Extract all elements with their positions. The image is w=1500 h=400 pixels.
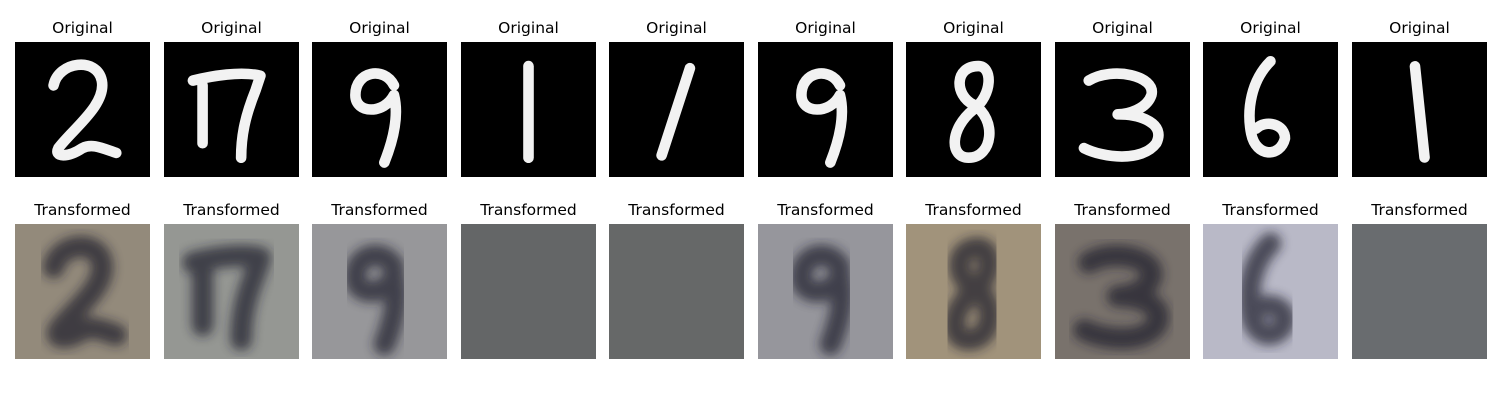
transformed-title: Transformed (925, 201, 1022, 219)
transformed-panel: Transformed (1055, 200, 1190, 360)
original-title: Original (52, 19, 113, 37)
original-panel: Original (1203, 18, 1338, 178)
transformed-digit-image (312, 224, 447, 359)
original-digit-image (1203, 42, 1338, 177)
transformed-digit-image (758, 224, 893, 359)
original-panel: Original (758, 18, 893, 178)
transformed-title: Transformed (1371, 201, 1468, 219)
transformed-digit-image (1055, 224, 1190, 359)
transformed-title: Transformed (331, 201, 428, 219)
original-title: Original (795, 19, 856, 37)
original-digit-image (164, 42, 299, 177)
original-digit-image (609, 42, 744, 177)
transformed-title: Transformed (628, 201, 725, 219)
transformed-digit-image (609, 224, 744, 359)
transformed-panel: Transformed (758, 200, 893, 360)
original-digit-image (1352, 42, 1487, 177)
transformed-title: Transformed (34, 201, 131, 219)
transformed-title: Transformed (183, 201, 280, 219)
transformed-title: Transformed (1074, 201, 1171, 219)
transformed-panel: Transformed (15, 200, 150, 360)
original-panel: Original (15, 18, 150, 178)
original-title: Original (1092, 19, 1153, 37)
transformed-panel: Transformed (312, 200, 447, 360)
original-digit-image (461, 42, 596, 177)
transformed-panel: Transformed (906, 200, 1041, 360)
original-title: Original (349, 19, 410, 37)
transformed-digit-image (1352, 224, 1487, 359)
original-digit-image (15, 42, 150, 177)
original-panel: Original (906, 18, 1041, 178)
transformed-title: Transformed (1222, 201, 1319, 219)
transformed-panel: Transformed (1203, 200, 1338, 360)
transformed-title: Transformed (480, 201, 577, 219)
transformed-digit-image (15, 224, 150, 359)
transformed-digit-image (164, 224, 299, 359)
transformed-digit-image (906, 224, 1041, 359)
transformed-digit-image (461, 224, 596, 359)
original-title: Original (498, 19, 559, 37)
transformed-panel: Transformed (609, 200, 744, 360)
original-title: Original (646, 19, 707, 37)
transformed-digit-image (1203, 224, 1338, 359)
original-row: Original Original Original Original Original… (0, 18, 1500, 178)
original-title: Original (1389, 19, 1450, 37)
original-panel: Original (164, 18, 299, 178)
original-panel: Original (461, 18, 596, 178)
transformed-panel: Transformed (1352, 200, 1487, 360)
original-panel: Original (609, 18, 744, 178)
original-panel: Original (1352, 18, 1487, 178)
original-title: Original (943, 19, 1004, 37)
original-digit-image (758, 42, 893, 177)
original-title: Original (201, 19, 262, 37)
original-digit-image (1055, 42, 1190, 177)
original-panel: Original (312, 18, 447, 178)
original-digit-image (906, 42, 1041, 177)
transformed-title: Transformed (777, 201, 874, 219)
transformed-panel: Transformed (164, 200, 299, 360)
original-digit-image (312, 42, 447, 177)
transformed-panel: Transformed (461, 200, 596, 360)
original-title: Original (1240, 19, 1301, 37)
transformed-row: Transformed Transformed Transformed Transfo… (0, 200, 1500, 360)
original-panel: Original (1055, 18, 1190, 178)
